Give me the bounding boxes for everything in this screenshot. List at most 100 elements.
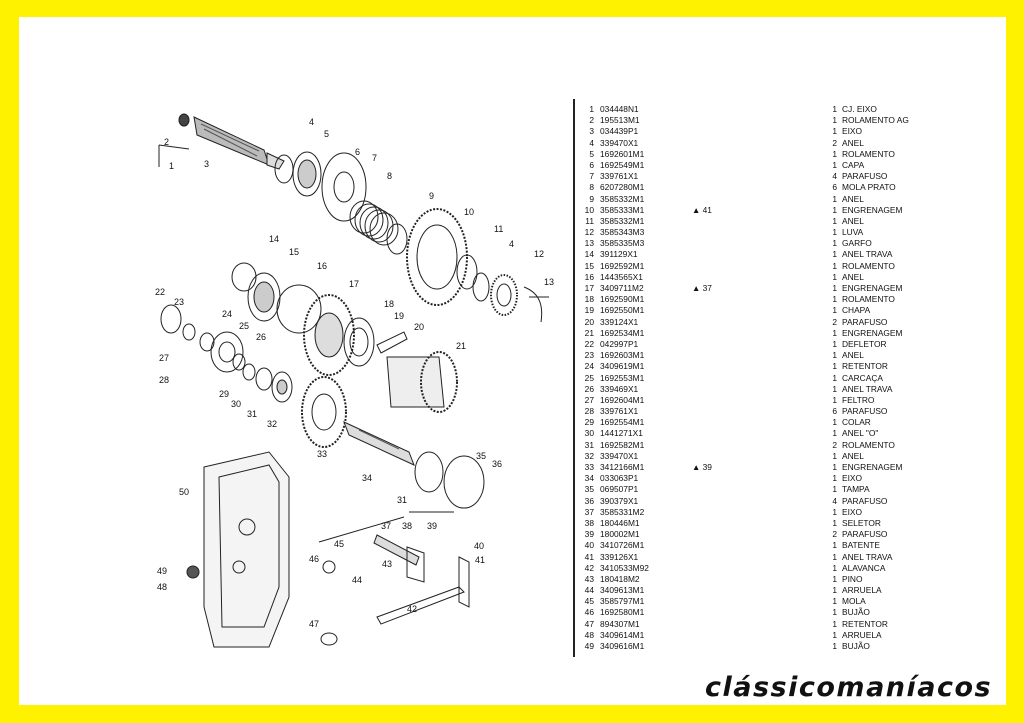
reference-marker: ▲ 41 [692,204,712,215]
part-code: 1692580M1 [600,607,645,618]
part-code: 894307M1 [600,618,640,629]
part-code: 3585797M1 [600,596,645,607]
part-quantity: 1 [832,104,837,114]
part-code: 339470X1 [600,137,639,148]
part-number: 14 [584,249,594,260]
part-code: 1441271X1 [600,428,643,439]
part-code: 1443565X1 [600,271,643,282]
part-number: 16 [584,271,594,282]
part-number: 27 [584,394,594,405]
part-number: 46 [584,607,594,618]
part-description: BATENTE [842,540,881,551]
svg-text:25: 25 [239,321,249,331]
part-number: 9 [589,193,594,204]
svg-text:41: 41 [475,555,485,565]
part-number: 45 [584,596,594,607]
part-description: MOLA [842,596,866,607]
part-quantity: 4 [832,171,837,182]
svg-text:4: 4 [509,239,514,249]
svg-text:12: 12 [534,249,544,259]
part-quantity: 6 [832,406,837,417]
part-quantity: 1 [832,629,837,640]
part-number: 2 [589,115,594,126]
part-number: 36 [584,495,594,506]
part-description: ANEL TRAVA [842,383,893,394]
part-description: ROLAMENTO AG [842,115,909,126]
part-code: 1692553M1 [600,372,645,383]
part-quantity: 1 [832,350,837,361]
svg-text:6: 6 [355,147,360,157]
svg-text:36: 36 [492,459,502,469]
part-description: ANEL [842,271,864,282]
part-code: 3412166M1 [600,462,645,472]
part-code: 339761X1 [600,171,639,182]
part-quantity: 1 [832,394,837,405]
part-code: 3410533M92 [600,562,649,573]
column-divider [573,99,575,657]
svg-text:38: 38 [402,521,412,531]
part-number: 19 [584,305,594,316]
part-description: ANEL [842,350,864,361]
part-number: 44 [584,585,594,596]
part-quantity: 1 [832,450,837,461]
part-number: 23 [584,350,594,361]
part-quantity: 1 [832,159,837,170]
svg-text:37: 37 [381,521,391,531]
svg-text:39: 39 [427,521,437,531]
part-quantity: 1 [832,551,837,562]
part-quantity: 1 [832,338,837,349]
part-quantity: 2 [832,439,837,450]
part-number: 18 [584,294,594,305]
part-number: 30 [584,428,594,439]
part-number: 39 [584,529,594,540]
part-code: 034439P1 [600,126,639,137]
part-quantity: 1 [832,204,837,215]
part-number: 28 [584,406,594,417]
part-number: 43 [584,573,594,584]
part-description: PARAFUSO [842,171,888,182]
part-quantity: 1 [832,641,837,651]
part-description: FELTRO [842,394,875,405]
svg-text:47: 47 [309,619,319,629]
part-number: 49 [584,641,594,651]
part-description: BUJÃO [842,641,870,651]
part-number: 12 [584,227,594,238]
svg-text:29: 29 [219,389,229,399]
part-description: PARAFUSO [842,316,888,327]
part-number: 11 [585,215,594,226]
svg-text:11: 11 [494,224,503,234]
part-description: CHAPA [842,305,871,316]
part-description: LUVA [842,227,864,238]
svg-text:8: 8 [387,171,392,181]
part-code: 1692554M1 [600,417,645,428]
part-description: ANEL TRAVA [842,551,893,562]
svg-text:33: 33 [317,449,327,459]
svg-text:35: 35 [476,451,486,461]
part-code: 390379X1 [600,495,639,506]
part-description: ARRUELA [842,585,882,596]
part-number: 22 [584,338,594,349]
part-quantity: 1 [832,562,837,573]
part-description: ENGRENAGEM [842,283,903,293]
part-quantity: 1 [832,238,837,249]
svg-text:49: 49 [157,566,167,576]
part-description: ANEL [842,137,864,148]
svg-text:30: 30 [231,399,241,409]
part-description: CAPA [842,159,865,170]
